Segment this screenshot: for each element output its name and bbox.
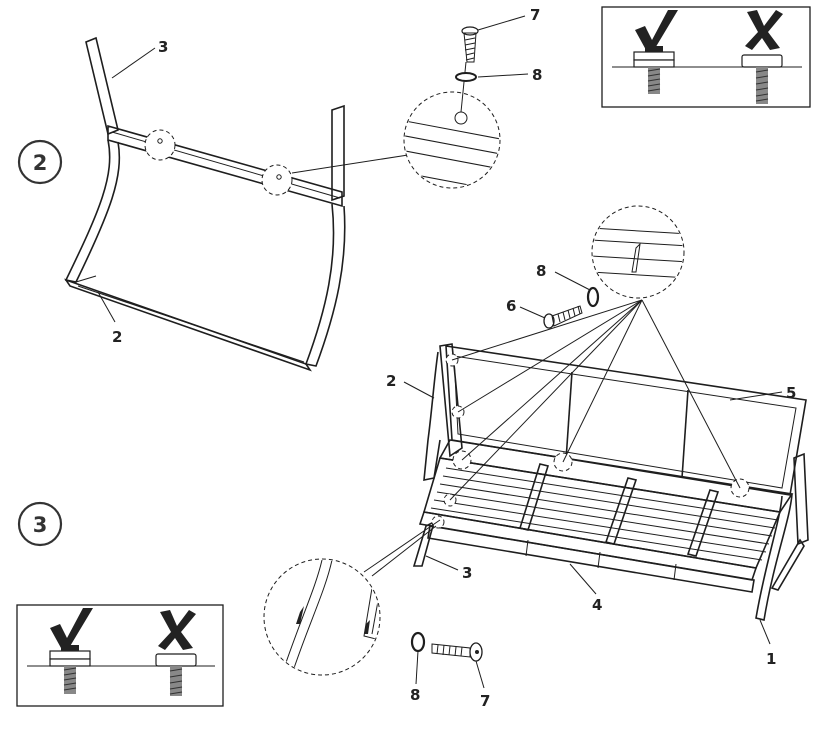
step-3-number: 3 — [33, 513, 48, 537]
label-frame-base: 2 — [112, 328, 122, 346]
step-3-badge: 3 — [17, 501, 63, 547]
washer-icon-top — [586, 286, 600, 308]
label-bolt-top: 6 — [506, 297, 516, 315]
label-side-frame: 2 — [386, 372, 396, 390]
label-backrest: 5 — [786, 384, 796, 402]
label-bolt: 7 — [530, 6, 540, 24]
label-front-leg: 3 — [462, 564, 472, 582]
step-3-detail-zoom-bottom — [263, 558, 381, 676]
washer-icon-bottom — [410, 631, 426, 653]
bolt-icon-bottom — [431, 642, 483, 662]
label-washer: 8 — [532, 66, 542, 84]
check-mark-icon-bottom — [50, 608, 93, 648]
label-frame-upright: 3 — [158, 38, 168, 56]
bolt-icon-6 — [543, 305, 583, 329]
step-3-leader-lines — [363, 299, 741, 577]
check-mark-icon — [635, 10, 678, 50]
step-3-sofa-frame — [412, 343, 809, 621]
step-2-detail-zoom — [403, 61, 501, 189]
washer-icon — [455, 72, 477, 82]
cross-mark-icon — [745, 10, 783, 50]
bolt-icon — [461, 26, 479, 63]
torque-legend-bottom — [16, 604, 224, 707]
label-bolt-bottom: 7 — [480, 692, 490, 710]
label-washer-bottom: 8 — [410, 686, 420, 704]
torque-legend-top — [601, 6, 811, 108]
step-3-detail-zoom-top — [591, 205, 685, 299]
label-seat-frame: 4 — [592, 596, 602, 614]
label-rear-leg: 1 — [766, 650, 776, 668]
cross-mark-icon-bottom — [158, 610, 196, 650]
step-2-badge: 2 — [17, 139, 63, 185]
step-2-frame — [64, 36, 409, 372]
label-washer-top: 8 — [536, 262, 546, 280]
step-2-number: 2 — [33, 151, 48, 175]
